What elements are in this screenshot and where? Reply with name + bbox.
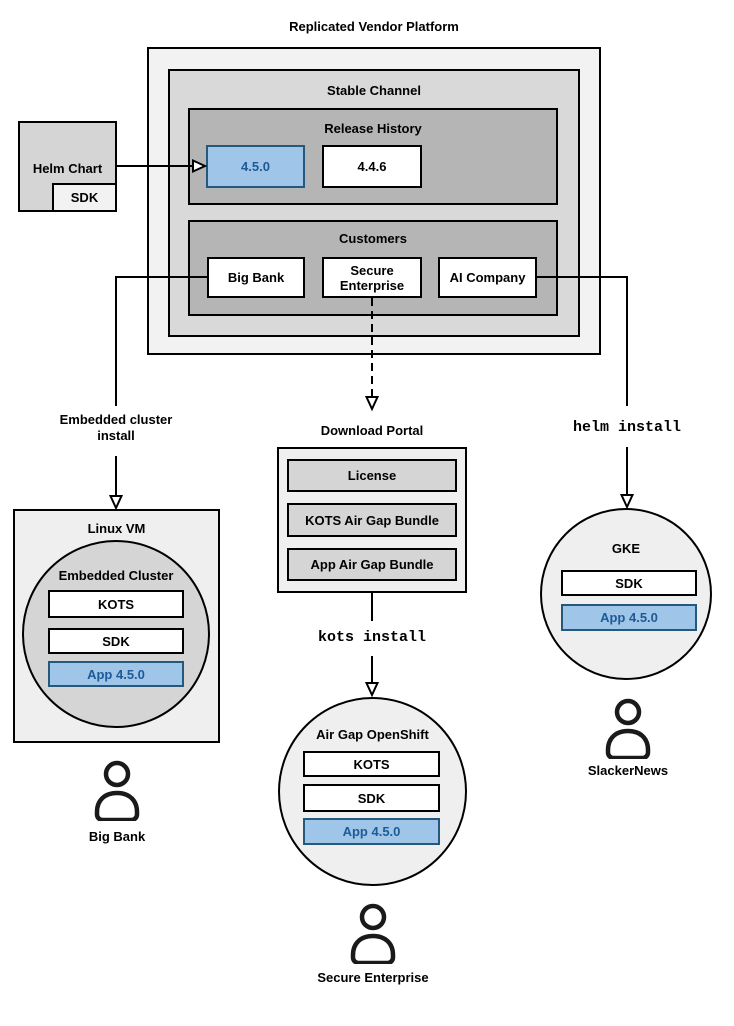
ag-sdk-box: SDK — [303, 784, 440, 812]
ec-kots-box: KOTS — [48, 590, 184, 618]
ag-kots-box: KOTS — [303, 751, 440, 777]
slackernews-user-icon — [605, 698, 651, 759]
portal-kots-bundle-box: KOTS Air Gap Bundle — [287, 503, 457, 537]
ec-sdk-box: SDK — [48, 628, 184, 654]
helm-chart-sdk-box: SDK — [52, 183, 117, 212]
portal-app-bundle-box: App Air Gap Bundle — [287, 548, 457, 581]
embedded-install-label: Embedded cluster install — [59, 412, 173, 443]
ag-app-box: App 4.5.0 — [303, 818, 440, 845]
embedded-cluster-label: Embedded Cluster — [58, 568, 174, 583]
linux-vm-label: Linux VM — [87, 521, 146, 536]
gke-app-box: App 4.5.0 — [561, 604, 697, 631]
download-portal-title: Download Portal — [320, 423, 424, 438]
secure-enterprise-user-label: Secure Enterprise — [317, 970, 429, 985]
release-4-5-0-box: 4.5.0 — [206, 145, 305, 188]
diagram-title: Replicated Vendor Platform — [289, 19, 459, 34]
kots-install-label: kots install — [317, 629, 427, 646]
gke-sdk-box: SDK — [561, 570, 697, 596]
slackernews-user-label: SlackerNews — [587, 763, 669, 778]
customer-secure-enterprise-box: Secure Enterprise — [322, 257, 422, 298]
helm-install-label: helm install — [572, 419, 682, 436]
helm-chart-label: Helm Chart — [32, 161, 103, 176]
secure-enterprise-user-icon — [350, 903, 396, 964]
ec-app-box: App 4.5.0 — [48, 661, 184, 687]
customer-ai-company-box: AI Company — [438, 257, 537, 298]
customer-big-bank-box: Big Bank — [207, 257, 305, 298]
airgap-openshift-label: Air Gap OpenShift — [316, 727, 429, 742]
big-bank-user-icon — [94, 760, 140, 821]
stable-channel-label: Stable Channel — [327, 83, 421, 98]
release-history-label: Release History — [324, 121, 422, 136]
release-4-4-6-box: 4.4.6 — [322, 145, 422, 188]
portal-license-box: License — [287, 459, 457, 492]
big-bank-user-label: Big Bank — [88, 829, 146, 844]
customers-label: Customers — [339, 231, 407, 246]
gke-label: GKE — [611, 541, 641, 556]
